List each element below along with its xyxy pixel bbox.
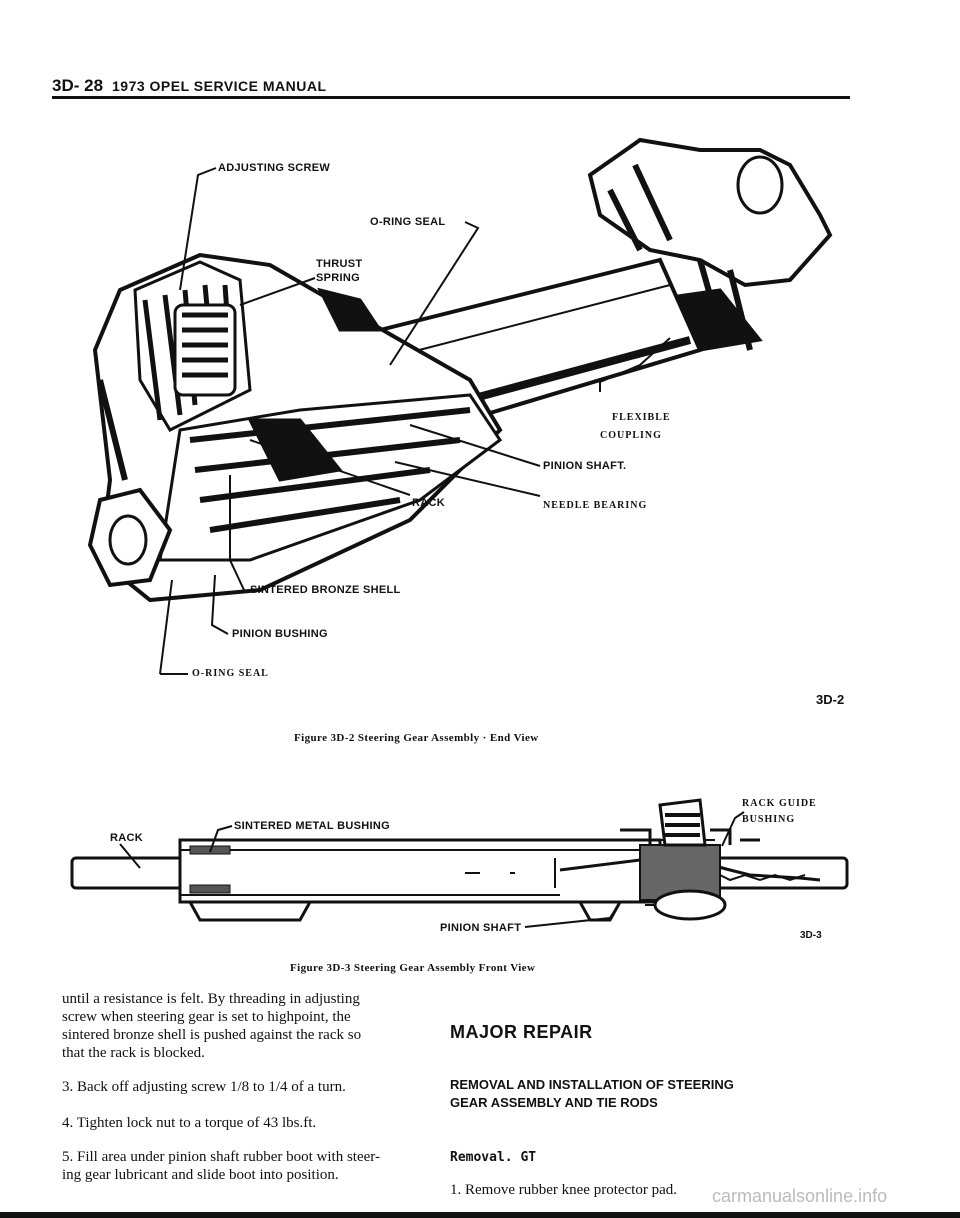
header-rule xyxy=(52,96,850,99)
label-needle-bearing: NEEDLE BEARING xyxy=(543,500,648,511)
paragraph-line: that the rack is blocked. xyxy=(62,1045,205,1061)
removal-heading-line: GEAR ASSEMBLY AND TIE RODS xyxy=(450,1095,658,1110)
label-pinion-shaft: PINION SHAFT. xyxy=(543,460,627,472)
label-bushing: BUSHING xyxy=(742,814,796,825)
label-sintered-bronze-shell: SINTERED BRONZE SHELL xyxy=(250,584,401,596)
label-o-ring-seal-top: O-RING SEAL xyxy=(370,216,446,228)
figure2-leader-lines xyxy=(119,811,745,928)
label-coupling: COUPLING xyxy=(600,430,662,441)
label-flexible: FLEXIBLE xyxy=(612,412,671,423)
label-o-ring-seal-bottom: O-RING SEAL xyxy=(192,668,269,679)
page-bottom-bar xyxy=(0,1212,960,1218)
label-pinion-bushing: PINION BUSHING xyxy=(232,628,328,640)
figure2-caption: Figure 3D-3 Steering Gear Assembly Front… xyxy=(290,962,536,974)
step-5: 5. Fill area under pinion shaft rubber b… xyxy=(62,1148,380,1184)
paragraph-line: sintered bronze shell is pushed against … xyxy=(62,1027,362,1043)
watermark: carmanualsonline.info xyxy=(712,1186,888,1206)
figure1-leader-lines xyxy=(159,167,671,675)
label-pinion-shaft-front: PINION SHAFT xyxy=(440,922,522,934)
figure1-caption: Figure 3D-2 Steering Gear Assembly · End… xyxy=(294,732,539,744)
step-4: 4. Tighten lock nut to a torque of 43 lb… xyxy=(62,1115,317,1131)
figure1-code: 3D-2 xyxy=(816,692,845,707)
step-3: 3. Back off adjusting screw 1/8 to 1/4 o… xyxy=(62,1079,346,1095)
removal-heading-line: REMOVAL AND INSTALLATION OF STEERING xyxy=(450,1077,734,1092)
label-sintered-metal-bushing: SINTERED METAL BUSHING xyxy=(234,820,390,832)
removal-gt-subheading: Removal. GT xyxy=(450,1150,537,1165)
page-number: 3D- 28 xyxy=(52,76,104,95)
label-thrust: THRUST xyxy=(316,258,363,270)
removal-installation-heading: REMOVAL AND INSTALLATION OF STEERING GEA… xyxy=(450,1076,870,1112)
manual-title: 1973 OPEL SERVICE MANUAL xyxy=(112,78,327,94)
label-rack-front: RACK xyxy=(110,832,143,844)
steering-gear-front-view-drawing xyxy=(70,798,849,922)
paragraph-line: screw when steering gear is set to highp… xyxy=(62,1009,351,1025)
label-rack-guide: RACK GUIDE xyxy=(742,798,817,809)
figure2-code: 3D-3 xyxy=(800,930,822,941)
label-rack: RACK xyxy=(412,497,445,509)
paragraph-adjusting: until a resistance is felt. By threading… xyxy=(62,990,361,1062)
label-adjusting-screw: ADJUSTING SCREW xyxy=(218,162,331,174)
label-spring: SPRING xyxy=(316,272,360,284)
major-repair-heading: MAJOR REPAIR xyxy=(450,1022,593,1042)
step-5-line: 5. Fill area under pinion shaft rubber b… xyxy=(62,1149,380,1165)
gear-housing-body xyxy=(87,252,503,603)
step-5-line: ing gear lubricant and slide boot into p… xyxy=(62,1167,339,1183)
step-1-remove-knee-pad: 1. Remove rubber knee protector pad. xyxy=(450,1182,677,1198)
paragraph-line: until a resistance is felt. By threading… xyxy=(62,991,360,1007)
